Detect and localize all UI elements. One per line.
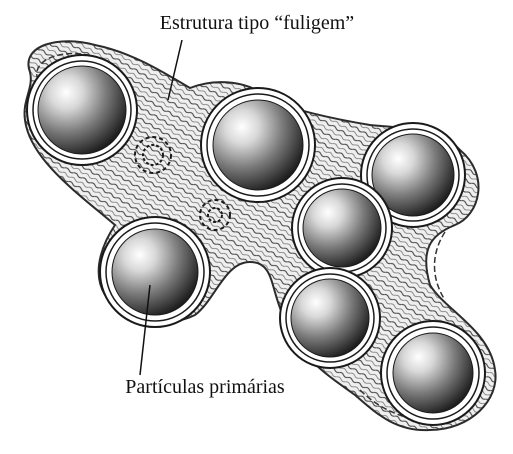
- primary-particle: [100, 217, 210, 327]
- soot-structure-label: Estrutura tipo “fuligem”: [160, 12, 354, 34]
- primary-particle: [292, 178, 392, 278]
- primary-particles-label: Partículas primárias: [125, 376, 285, 398]
- primary-particle: [381, 321, 485, 425]
- primary-particle: [280, 268, 380, 368]
- primary-particle: [201, 88, 315, 202]
- primary-particle: [27, 55, 137, 165]
